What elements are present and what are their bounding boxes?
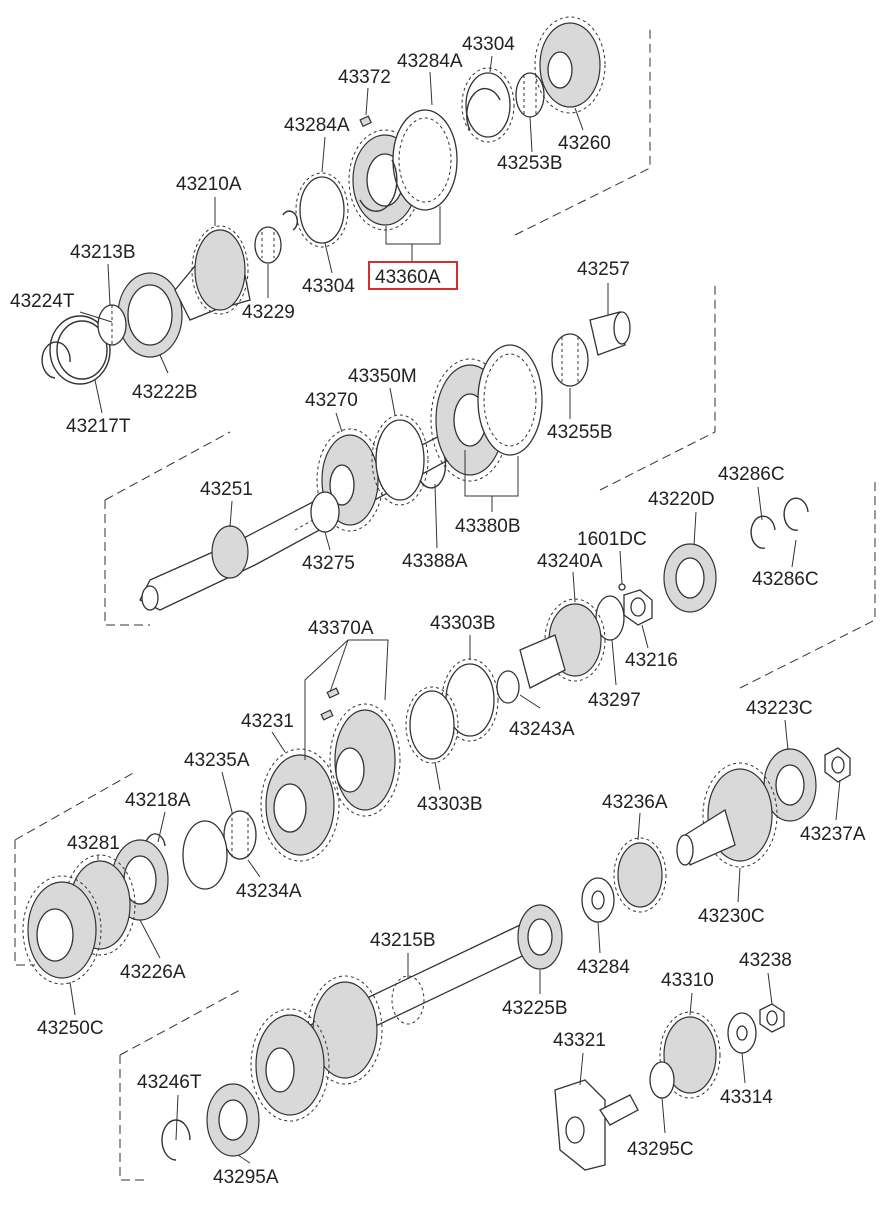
label-43314: 43314 (720, 1087, 773, 1108)
group-outline-main-shaft (14, 480, 876, 966)
ball-1601dc (618, 583, 626, 591)
main-shaft-assembly (139, 311, 631, 611)
label-43235a: 43235A (184, 750, 250, 771)
label-43281: 43281 (67, 833, 120, 854)
needle-bearing-43275 (310, 491, 340, 533)
label-43255b: 43255B (547, 422, 613, 443)
label-43226a: 43226A (120, 962, 186, 983)
label-43240a: 43240A (537, 551, 603, 572)
label-43270: 43270 (305, 390, 358, 411)
highlight-box-43360a (368, 261, 458, 290)
collar-43234a (182, 820, 228, 890)
label-43218a: 43218A (125, 790, 191, 811)
label-43380b: 43380B (455, 516, 521, 537)
label-43251: 43251 (200, 479, 253, 500)
needle-bearing-43229 (254, 226, 282, 264)
label-43224t: 43224T (10, 291, 75, 312)
snap-ring-43286c-1 (750, 515, 776, 549)
synchro-ring-43303b-low (409, 690, 455, 760)
counter-shaft-assembly (161, 747, 851, 1171)
label-43260: 43260 (558, 133, 611, 154)
snap-ring-43286c-2 (783, 497, 809, 531)
synchro-ring-43350m (375, 419, 425, 501)
label-43246t: 43246T (137, 1072, 202, 1093)
label-43223c: 43223C (746, 698, 813, 719)
label-43253b: 43253B (497, 153, 563, 174)
gear-43236a (617, 842, 663, 908)
label-1601dc: 1601DC (577, 529, 647, 550)
key-43372 (359, 115, 373, 128)
gear-43210a (194, 229, 246, 311)
label-43360a: 43360A (375, 267, 441, 288)
label-43370a: 43370A (308, 618, 374, 639)
label-43284a-mid: 43284A (284, 115, 350, 136)
snap-ring-43224t (41, 341, 71, 379)
input-shaft-assembly (41, 16, 606, 385)
label-43215b: 43215B (370, 930, 436, 951)
ring-43217t (49, 315, 111, 385)
label-43225b: 43225B (502, 998, 568, 1019)
label-43286c-low: 43286C (752, 569, 819, 590)
label-43310: 43310 (661, 970, 714, 991)
label-43216: 43216 (625, 650, 678, 671)
label-43222b: 43222B (132, 382, 198, 403)
sleeve-43243a (496, 670, 520, 704)
label-43257: 43257 (577, 259, 630, 280)
label-43243a: 43243A (509, 719, 575, 740)
needle-bearing-43295c (649, 1061, 675, 1099)
label-43217t: 43217T (66, 416, 131, 437)
label-43304-low: 43304 (302, 276, 355, 297)
label-43286c-top: 43286C (718, 464, 785, 485)
label-43372: 43372 (338, 67, 391, 88)
group-outline-input-shaft (104, 28, 716, 626)
label-43220d: 43220D (648, 489, 715, 510)
output-assembly (22, 497, 809, 985)
label-43234a: 43234A (236, 881, 302, 902)
part-labels: 43304 43284A 43372 43284A 43260 43253B 4… (10, 34, 866, 1188)
label-43250c: 43250C (37, 1018, 104, 1039)
synchro-ring-43304-top (465, 72, 511, 138)
label-43295c: 43295C (627, 1139, 694, 1160)
synchro-ring-43304-low (299, 176, 345, 244)
sleeve-43284a (392, 109, 458, 211)
label-43350m: 43350M (348, 366, 417, 387)
label-43231: 43231 (241, 711, 294, 732)
label-43295a: 43295A (213, 1167, 279, 1188)
snap-ring-43246t (161, 1119, 191, 1161)
label-43238: 43238 (739, 950, 792, 971)
label-43210a: 43210A (176, 174, 242, 195)
label-43321: 43321 (553, 1030, 606, 1051)
spring-43284a (359, 159, 398, 212)
needle-bearing-43235a (223, 810, 257, 860)
label-43237a: 43237A (800, 824, 866, 845)
needle-bearing-43253b (515, 72, 545, 118)
label-43213b: 43213B (70, 242, 136, 263)
leader-lines (69, 55, 841, 1164)
label-43284: 43284 (577, 957, 630, 978)
needle-bearing-43255b (551, 333, 589, 387)
label-43236a: 43236A (602, 792, 668, 813)
label-43304-top: 43304 (462, 34, 515, 55)
label-43284a-top: 43284A (397, 51, 463, 72)
label-43303b-top: 43303B (430, 613, 496, 634)
label-43388a: 43388A (402, 551, 468, 572)
label-43229: 43229 (242, 302, 295, 323)
label-43230c: 43230C (698, 906, 765, 927)
idler-gear-43310 (663, 1016, 717, 1094)
label-43297: 43297 (588, 690, 641, 711)
label-43303b-low: 43303B (417, 794, 483, 815)
label-43275: 43275 (302, 553, 355, 574)
group-outline-counter-shaft (119, 989, 241, 1181)
